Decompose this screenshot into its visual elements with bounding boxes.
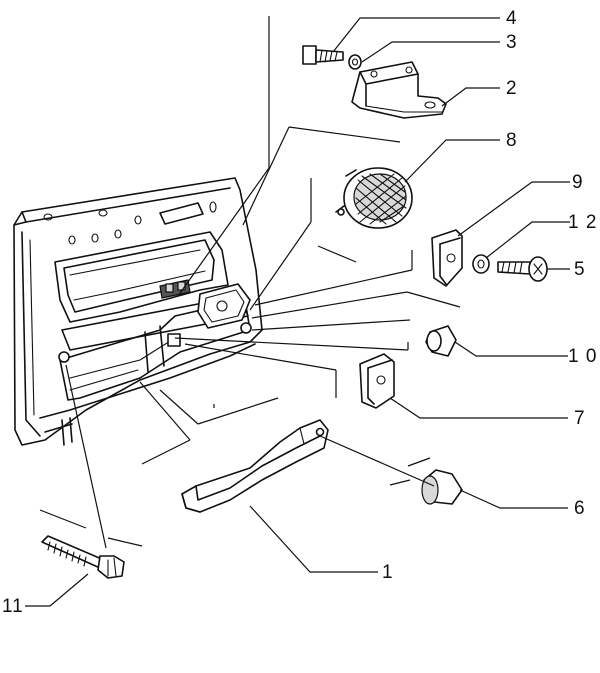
part-10-plug xyxy=(425,325,457,357)
part-6-plug xyxy=(421,469,463,505)
part-2-mounting-bracket xyxy=(351,61,447,119)
part-11-bolt xyxy=(41,535,125,579)
callout-leader-lines xyxy=(25,17,570,607)
callout-3: 3 xyxy=(506,32,518,53)
part-8-speaker-grille xyxy=(335,167,413,229)
door-trim-panel xyxy=(13,177,263,446)
callout-8: 8 xyxy=(506,130,518,151)
callout-4: 4 xyxy=(506,8,518,29)
callout-11: 11 xyxy=(2,596,24,617)
assembly-guide-lines xyxy=(39,16,461,549)
callout-5: 5 xyxy=(574,259,586,280)
part-5-screw xyxy=(497,256,548,282)
callout-6: 6 xyxy=(574,498,586,519)
callout-2: 2 xyxy=(506,78,518,99)
part-7-clip xyxy=(359,353,395,409)
callout-9: 9 xyxy=(572,172,584,193)
part-12-washer xyxy=(472,254,490,274)
part-4-screw xyxy=(302,45,344,65)
callout-12: 1 2 xyxy=(568,212,597,233)
part-1-door-pull-handle xyxy=(181,419,329,513)
callout-7: 7 xyxy=(574,408,586,429)
part-3-washer xyxy=(348,54,362,70)
callout-labels: 4 3 2 8 9 1 2 5 1 0 7 6 1 11 xyxy=(2,8,597,617)
callout-10: 1 0 xyxy=(568,346,597,367)
part-9-clip-nut xyxy=(431,229,463,287)
callout-1: 1 xyxy=(382,562,394,583)
